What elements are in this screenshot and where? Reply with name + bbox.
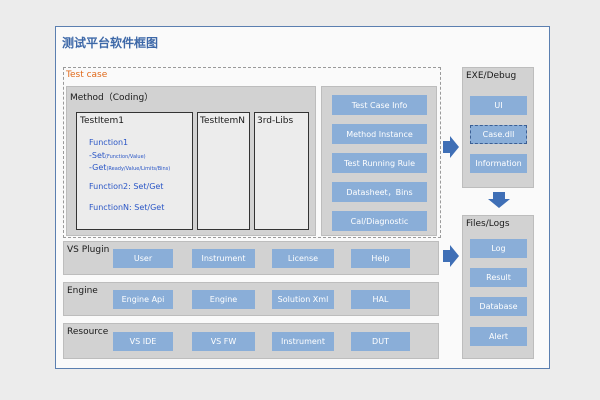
files-logs-label: Files/Logs	[466, 219, 510, 229]
diagram-title: 测试平台软件框图	[62, 36, 159, 50]
vs-fw-button[interactable]: VS FW	[192, 332, 255, 351]
database-button[interactable]: Database	[470, 297, 527, 316]
instrument-plugin-button[interactable]: Instrument	[192, 249, 255, 268]
arrow-right-icon	[443, 245, 459, 267]
case-dll-button[interactable]: Case.dll	[470, 125, 527, 144]
exe-debug-label: EXE/Debug	[466, 71, 517, 81]
get-line: -Get(Ready/Value/Limits/Bins)	[89, 163, 170, 172]
get-label: -Get	[89, 163, 107, 172]
information-button[interactable]: Information	[470, 154, 527, 173]
set-label: -Set	[89, 151, 106, 160]
get-params: (Ready/Value/Limits/Bins)	[106, 166, 171, 172]
alert-button[interactable]: Alert	[470, 327, 527, 346]
result-button[interactable]: Result	[470, 268, 527, 287]
third-libs-title: 3rd-Libs	[257, 116, 294, 126]
help-button[interactable]: Help	[351, 249, 410, 268]
set-line: -Set(Function/Value)	[89, 151, 146, 160]
arrow-down-icon	[488, 192, 510, 208]
license-button[interactable]: License	[272, 249, 334, 268]
resource-label: Resource	[67, 327, 109, 337]
arrow-right-icon	[443, 136, 459, 158]
user-button[interactable]: User	[113, 249, 173, 268]
testitemN-title: TestItemN	[200, 116, 245, 126]
engine-button[interactable]: Engine	[192, 290, 255, 309]
set-params: (Function/Value)	[105, 154, 146, 160]
vs-ide-button[interactable]: VS IDE	[113, 332, 173, 351]
cal-diagnostic-button[interactable]: Cal/Diagnostic	[332, 211, 427, 231]
datasheet-bins-button[interactable]: Datasheet，Bins	[332, 182, 427, 202]
instrument-resource-button[interactable]: Instrument	[272, 332, 334, 351]
vs-plugin-label: VS Plugin	[67, 245, 110, 255]
test-case-label: Test case	[66, 70, 108, 80]
third-libs-box	[254, 112, 309, 230]
solution-xml-button[interactable]: Solution Xml	[272, 290, 334, 309]
test-case-region	[63, 67, 441, 238]
dut-button[interactable]: DUT	[351, 332, 410, 351]
testitem1-box	[76, 112, 193, 230]
method-label: Method（Coding）	[70, 93, 154, 103]
testitem1-title: TestItem1	[80, 116, 124, 126]
method-instance-button[interactable]: Method Instance	[332, 124, 427, 144]
engine-api-button[interactable]: Engine Api	[113, 290, 173, 309]
test-running-rule-button[interactable]: Test Running Rule	[332, 153, 427, 173]
engine-label: Engine	[67, 286, 98, 296]
functionN-label: FunctionN: Set/Get	[89, 203, 165, 212]
ui-button[interactable]: UI	[470, 96, 527, 115]
function2-label: Function2: Set/Get	[89, 182, 164, 191]
hal-button[interactable]: HAL	[351, 290, 410, 309]
log-button[interactable]: Log	[470, 239, 527, 258]
function1-label: Function1	[89, 138, 129, 147]
test-case-info-button[interactable]: Test Case Info	[332, 95, 427, 115]
testitemN-box	[197, 112, 250, 230]
